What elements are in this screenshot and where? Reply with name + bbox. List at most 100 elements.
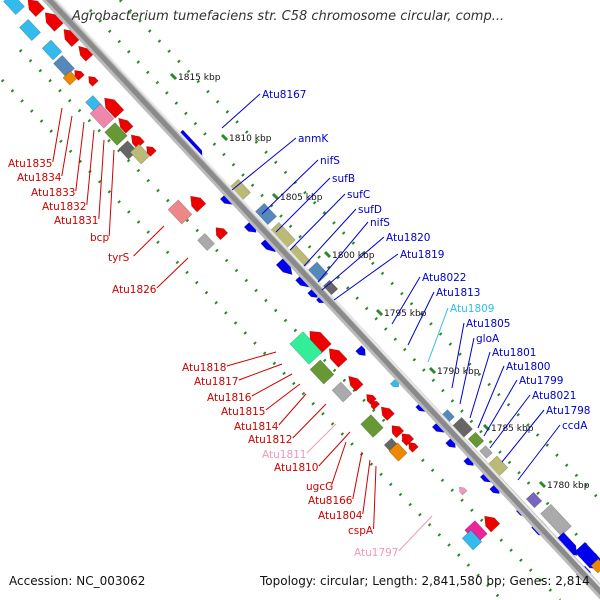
forward-gene-leader [469,351,491,419]
reverse-gene-leader [52,107,63,163]
forward-gene-leader [517,424,561,481]
forward-gene-glyph-shape [255,202,277,226]
reverse-gene-leader [265,383,301,411]
reverse-gene-glyph [167,199,193,225]
reverse-gene-label: Atu1818 [182,362,227,374]
reverse-gene-glyph [215,227,229,241]
forward-gene-label: Atu8167 [262,89,307,101]
forward-gene-leader [231,137,297,191]
tick-mark [169,72,178,81]
tick-track [0,78,502,600]
reverse-gene-label: Atu1817 [194,376,239,388]
tick-mark [375,308,384,317]
reverse-gene-leader [352,451,363,500]
forward-gene-label: Atu1813 [436,287,481,299]
reverse-gene-label: Atu1810 [274,462,319,474]
reverse-gene-glyph [44,12,64,32]
tick-label: 1780 kbp [547,481,590,491]
reverse-gene-label: Atu1811 [262,449,307,461]
reverse-gene-leader [318,431,351,467]
forward-gene-glyph-shape [590,558,600,574]
forward-gene-leader [477,365,505,429]
forward-gene-glyph-shape [355,345,366,357]
reverse-gene-leader [278,393,307,426]
reverse-gene-glyph [74,69,85,81]
reverse-gene-glyph [401,433,415,447]
leader-line-layer [52,93,561,552]
forward-gene-label: sufD [358,204,382,216]
tick-label: 1790 kbp [437,367,480,377]
reverse-gene-glyph-shape [380,406,395,421]
reverse-gene-leader [238,363,283,381]
tick-label: 1800 kbp [332,251,375,261]
tick-label: 1805 kbp [280,193,323,203]
forward-gene-leader [459,337,475,405]
reverse-gene-glyph [348,375,364,392]
reverse-gene-glyph-shape [215,227,229,241]
reverse-gene-leader [362,459,371,515]
reverse-gene-leader [108,149,115,237]
reverse-gene-glyph-shape [348,375,364,392]
reverse-gene-glyph-shape [62,70,78,86]
reverse-gene-leader [133,225,165,257]
reverse-gene-label: Atu1833 [31,187,76,199]
forward-gene-label: Atu1799 [519,375,564,387]
reverse-gene-glyph-shape [89,103,115,129]
label-layer: Atu8167anmKnifSsufBsufCsufDnifSAtu1820At… [8,89,591,559]
reverse-gene-glyph-shape [309,330,332,354]
tick-mark [271,192,280,201]
forward-gene-glyph-shape [479,445,493,459]
reverse-gene-leader [331,441,347,486]
reverse-gene-label: Atu1804 [318,510,363,522]
reverse-gene-glyph-shape [401,433,415,447]
reverse-gene-glyph-shape [461,529,483,551]
forward-gene-leader [501,409,545,463]
tick-mark [428,366,437,375]
reverse-gene-label: cspA [348,525,374,537]
reverse-gene-glyph [461,529,483,551]
reverse-gene-glyph [484,515,501,533]
reverse-gene-glyph-shape [146,145,157,157]
accession-text: Accession: NC_003062 [9,574,146,588]
forward-gene-label: Atu1809 [450,303,495,315]
forward-gene-label: Atu1798 [546,405,591,417]
forward-gene-label: anmK [298,133,329,145]
forward-gene-leader [407,291,435,346]
reverse-gene-glyph [104,97,125,119]
reverse-gene-leader [226,351,277,367]
reverse-gene-label: Atu1831 [54,215,99,227]
reverse-gene-label: Atu1814 [234,421,279,433]
reverse-gene-glyph [328,348,348,368]
forward-gene-glyph [590,558,600,574]
reverse-gene-glyph [370,400,381,411]
reverse-gene-glyph [88,75,99,87]
genome-summary-text: Topology: circular; Length: 2,841,580 bp… [260,574,590,588]
forward-gene-leader [289,193,346,251]
reverse-gene-leader [86,129,95,206]
reverse-gene-glyph [309,359,335,385]
forward-gene-label: Atu1801 [492,347,537,359]
tick-track [88,8,600,562]
forward-gene-label: gloA [476,333,500,345]
forward-gene-leader [261,159,319,215]
tick-mark [538,480,547,489]
reverse-gene-glyph-shape [104,122,128,146]
forward-gene-label: sufB [332,173,355,185]
forward-gene-glyph-shape [467,431,485,449]
reverse-gene-glyph-shape [27,0,45,18]
reverse-gene-glyph-shape [74,69,85,81]
forward-gene-glyph [479,445,493,459]
reverse-gene-label: Atu1797 [354,547,399,559]
reverse-gene-label: bcp [90,232,109,244]
reverse-gene-glyph-shape [309,359,335,385]
reverse-gene-glyph-shape [19,18,41,42]
backbone-highlight [54,0,600,588]
reverse-gene-glyph-shape [44,12,64,32]
reverse-gene-glyph [391,425,405,439]
reverse-gene-glyph-shape [388,442,408,462]
reverse-gene-glyph [331,381,353,403]
reverse-gene-glyph-shape [104,97,125,119]
reverse-gene-leader [251,373,293,397]
